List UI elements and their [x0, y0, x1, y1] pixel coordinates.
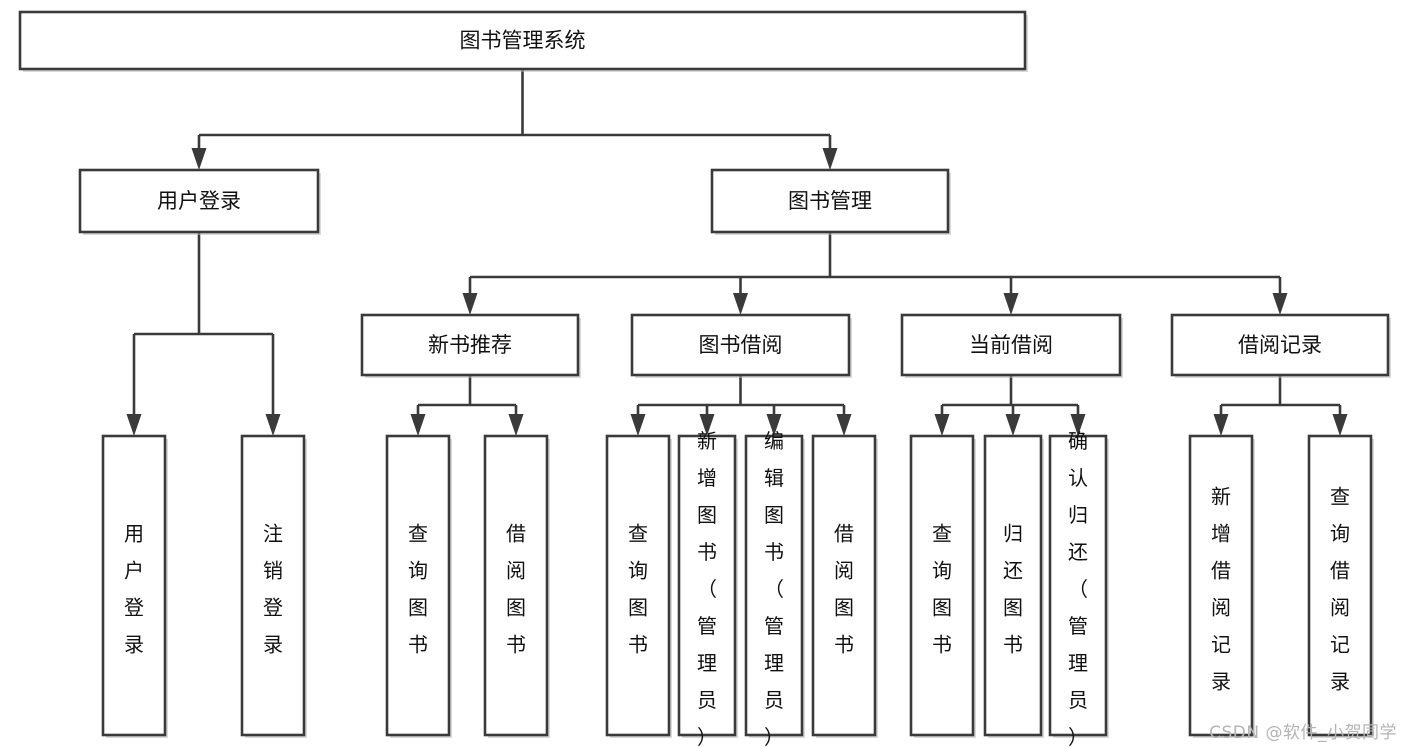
node-label: 查询图书 [408, 521, 428, 656]
node-box [1048, 434, 1108, 737]
arrow-connector [766, 405, 782, 436]
node-layer: 图书管理系统用户登录图书管理新书推荐图书借阅当前借阅借阅记录用户登录注销登录查询… [18, 10, 1391, 747]
node-label: 新增借阅记录 [1211, 484, 1231, 693]
connector-group-bus-borrow-record [1213, 375, 1348, 436]
node-label: 图书管理 [788, 189, 872, 213]
node-box [360, 313, 580, 377]
node-box [18, 10, 1027, 71]
node-user-login[interactable]: 用户登录 [78, 168, 321, 235]
node-label: 查询图书 [628, 521, 648, 656]
node-box [900, 313, 1122, 377]
node-box [630, 313, 851, 377]
node-label: 图书管理系统 [460, 29, 586, 53]
arrow-connector [836, 405, 852, 436]
node-book-manage[interactable]: 图书管理 [710, 168, 951, 235]
node-label: 注销登录 [263, 521, 283, 656]
connector-group-bus-user-login [126, 232, 281, 436]
node-leaf-query-book-cb[interactable]: 查询图书 [909, 434, 976, 738]
node-label: 用户登录 [157, 189, 241, 213]
node-leaf-confirm-return[interactable]: 确认归还（管理员） [1048, 429, 1109, 747]
arrow-connector [265, 334, 281, 436]
node-box [909, 434, 975, 737]
node-label: 借阅图书 [506, 521, 526, 656]
node-box [101, 434, 167, 737]
node-box [1307, 434, 1373, 737]
node-leaf-logout[interactable]: 注销登录 [240, 434, 307, 738]
node-label: 借阅图书 [834, 521, 854, 656]
node-borrow-record[interactable]: 借阅记录 [1170, 313, 1391, 378]
node-label: 图书借阅 [699, 333, 783, 357]
node-leaf-edit-book[interactable]: 编辑图书（管理员） [744, 429, 805, 747]
node-label: 当前借阅 [969, 333, 1053, 357]
node-leaf-query-record[interactable]: 查询借阅记录 [1307, 434, 1374, 738]
connector-group-bus-book-borrow [630, 375, 852, 436]
csdn-watermark: CSDN @软件_小贺同学 [1209, 723, 1397, 743]
arrow-connector [1003, 277, 1019, 315]
node-box [1188, 434, 1254, 737]
arrow-connector [410, 405, 426, 436]
node-label: 确认归还（管理员） [1068, 429, 1088, 747]
node-box [385, 434, 451, 737]
arrow-connector [1005, 405, 1021, 436]
node-box [1170, 313, 1390, 377]
node-root[interactable]: 图书管理系统 [18, 10, 1028, 72]
node-new-book-rec[interactable]: 新书推荐 [360, 313, 581, 378]
node-leaf-add-record[interactable]: 新增借阅记录 [1188, 434, 1255, 738]
node-leaf-add-book[interactable]: 新增图书（管理员） [677, 429, 738, 747]
arrow-connector [1070, 405, 1086, 436]
arrow-connector [1332, 405, 1348, 436]
node-label: 归还图书 [1003, 521, 1023, 656]
node-leaf-return-book[interactable]: 归还图书 [983, 434, 1044, 738]
node-box [677, 434, 737, 737]
node-label: 新书推荐 [428, 333, 512, 357]
node-box [78, 168, 320, 234]
arrow-connector [934, 405, 950, 436]
node-box [744, 434, 804, 737]
connector-group-bus-current-borrow [934, 375, 1086, 436]
node-box [811, 434, 877, 737]
arrow-connector [1272, 277, 1288, 315]
node-label: 查询图书 [932, 521, 952, 656]
connector-group-bus-book-manage [462, 232, 1288, 315]
node-leaf-borrow-book-bb[interactable]: 借阅图书 [811, 434, 878, 738]
arrow-connector [508, 405, 524, 436]
node-leaf-query-book-rec[interactable]: 查询图书 [385, 434, 452, 738]
arrow-connector [1213, 405, 1229, 436]
node-book-borrow[interactable]: 图书借阅 [630, 313, 852, 378]
node-leaf-user-login[interactable]: 用户登录 [101, 434, 168, 738]
arrow-connector [630, 405, 646, 436]
node-leaf-borrow-book-rec[interactable]: 借阅图书 [483, 434, 550, 738]
node-label: 用户登录 [124, 521, 144, 656]
node-leaf-query-book-bb[interactable]: 查询图书 [605, 434, 672, 738]
connector-group-bus-root [191, 69, 838, 170]
node-box [983, 434, 1043, 737]
node-box [605, 434, 671, 737]
connector-layer [126, 69, 1348, 436]
node-label: 查询借阅记录 [1330, 484, 1350, 693]
arrow-connector [462, 277, 478, 315]
node-box [710, 168, 950, 234]
arrow-connector [191, 135, 207, 170]
arrow-connector [822, 135, 838, 170]
arrow-connector [733, 277, 748, 315]
node-label: 借阅记录 [1238, 333, 1322, 357]
connector-group-bus-new-book-rec [410, 375, 524, 436]
node-label: 新增图书（管理员） [697, 429, 717, 747]
arrow-connector [699, 405, 715, 436]
node-box [240, 434, 306, 737]
node-box [483, 434, 549, 737]
node-label: 编辑图书（管理员） [764, 429, 784, 747]
arrow-connector [126, 334, 142, 436]
node-current-borrow[interactable]: 当前借阅 [900, 313, 1123, 378]
